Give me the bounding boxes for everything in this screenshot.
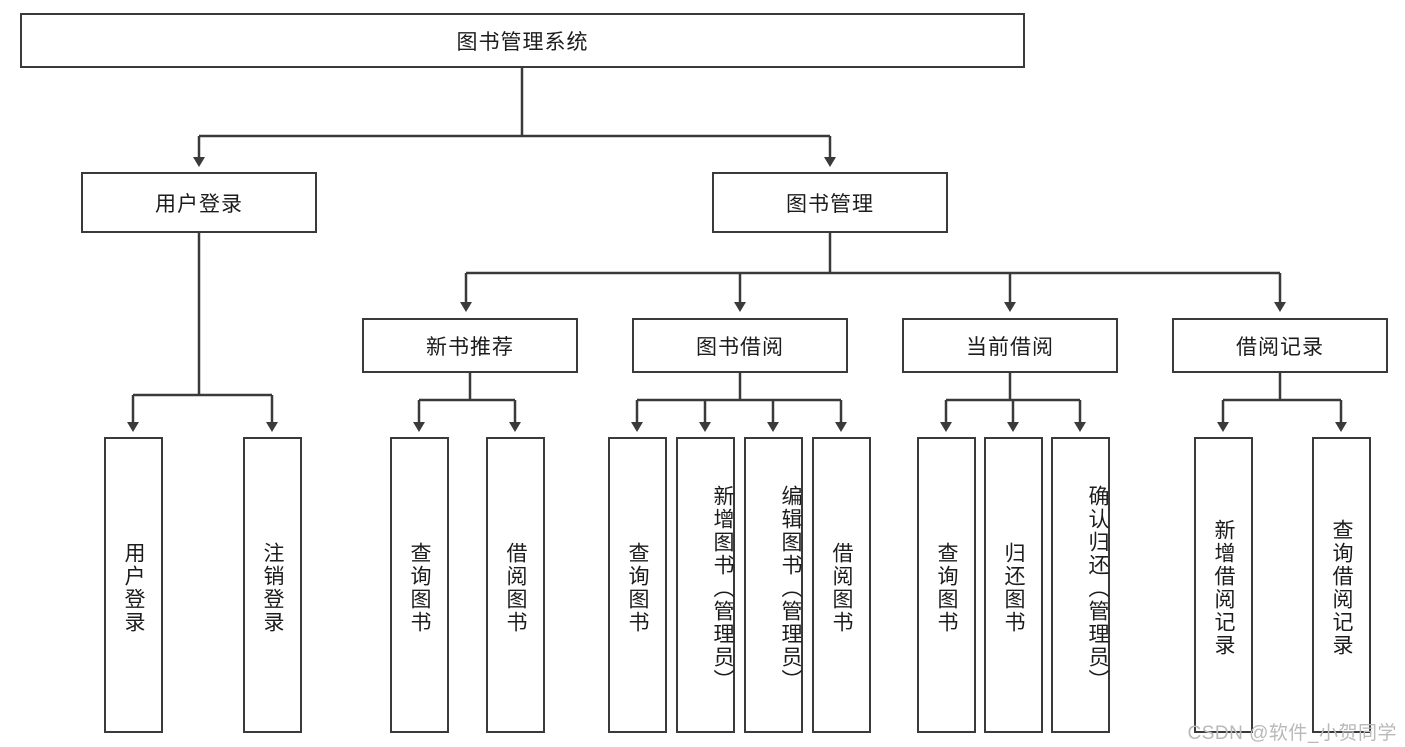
- node-borrow-record-label: 借阅记录: [1236, 335, 1324, 359]
- node-user-login-label: 用户登录: [155, 192, 243, 216]
- leaf-label: 注销登录: [261, 542, 284, 634]
- leaf-current-return-book[interactable]: 归还图书: [984, 437, 1043, 733]
- leaf-label: 查询借阅记录: [1330, 519, 1353, 657]
- leaf-borrow-query-book[interactable]: 查询图书: [608, 437, 667, 733]
- node-new-book-recommend-label: 新书推荐: [426, 335, 514, 359]
- node-current-borrow-label: 当前借阅: [966, 335, 1054, 359]
- leaf-label: 确认归还（管理员）: [1086, 484, 1109, 692]
- leaf-label: 查询图书: [626, 542, 649, 634]
- leaf-label: 归还图书: [1002, 542, 1025, 634]
- leaf-label: 查询图书: [408, 542, 431, 634]
- leaf-record-query[interactable]: 查询借阅记录: [1312, 437, 1371, 733]
- leaf-label: 查询图书: [935, 542, 958, 634]
- watermark: CSDN @软件_小贺同学: [1187, 723, 1397, 744]
- node-current-borrow[interactable]: 当前借阅: [902, 318, 1118, 373]
- node-new-book-recommend[interactable]: 新书推荐: [362, 318, 578, 373]
- leaf-borrow-add-book-admin[interactable]: 新增图书（管理员）: [676, 437, 735, 733]
- leaf-label: 借阅图书: [830, 542, 853, 634]
- leaf-current-query-book[interactable]: 查询图书: [917, 437, 976, 733]
- node-book-borrow[interactable]: 图书借阅: [632, 318, 848, 373]
- leaf-new-book-query[interactable]: 查询图书: [390, 437, 449, 733]
- node-book-management[interactable]: 图书管理: [712, 172, 948, 233]
- node-borrow-record[interactable]: 借阅记录: [1172, 318, 1388, 373]
- leaf-label: 编辑图书（管理员）: [779, 484, 802, 692]
- leaf-current-confirm-return-admin[interactable]: 确认归还（管理员）: [1051, 437, 1110, 733]
- leaf-user-login-signout[interactable]: 注销登录: [243, 437, 302, 733]
- node-book-management-label: 图书管理: [786, 192, 874, 216]
- leaf-label: 用户登录: [122, 542, 145, 634]
- leaf-record-add[interactable]: 新增借阅记录: [1194, 437, 1253, 733]
- leaf-borrow-borrow-book[interactable]: 借阅图书: [812, 437, 871, 733]
- leaf-label: 新增图书（管理员）: [711, 484, 734, 692]
- leaf-user-login-signin[interactable]: 用户登录: [104, 437, 163, 733]
- leaf-borrow-edit-book-admin[interactable]: 编辑图书（管理员）: [744, 437, 803, 733]
- leaf-label: 借阅图书: [504, 542, 527, 634]
- node-root-label: 图书管理系统: [456, 30, 589, 54]
- node-user-login[interactable]: 用户登录: [81, 172, 317, 233]
- node-book-borrow-label: 图书借阅: [696, 335, 784, 359]
- leaf-new-book-borrow[interactable]: 借阅图书: [486, 437, 545, 733]
- leaf-label: 新增借阅记录: [1212, 519, 1235, 657]
- node-root[interactable]: 图书管理系统: [20, 13, 1025, 68]
